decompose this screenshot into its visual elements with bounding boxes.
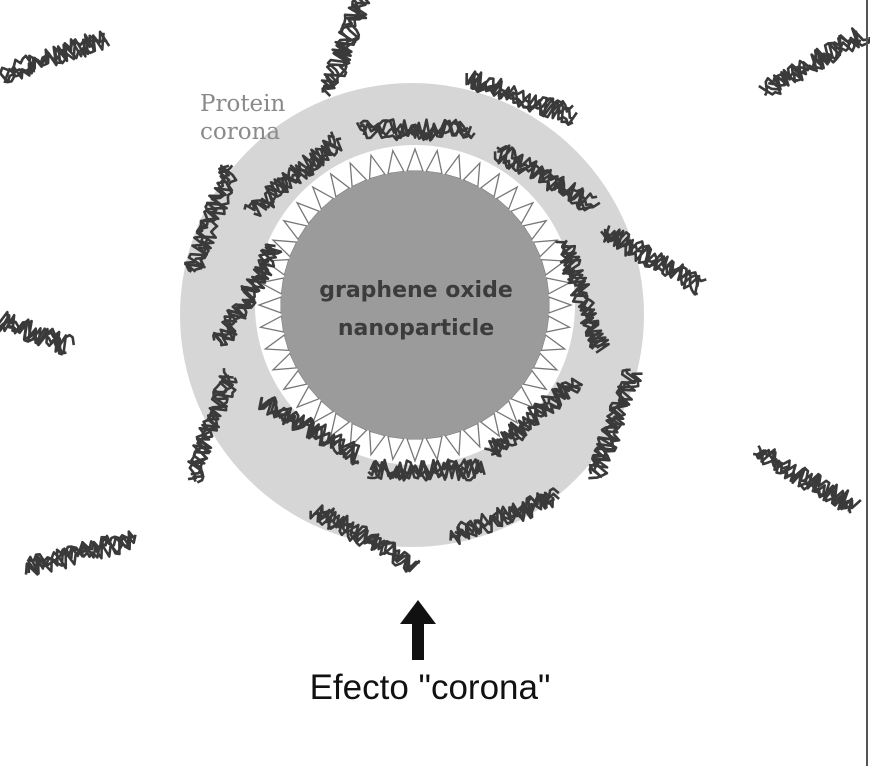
protein-molecule	[243, 131, 343, 217]
protein-molecule	[187, 368, 238, 484]
protein-molecule	[588, 368, 643, 480]
protein-molecule	[258, 396, 361, 466]
corona-label-line2: corona	[200, 119, 281, 145]
protein-corona-label: Protein corona	[200, 90, 285, 146]
protein-molecule	[184, 164, 238, 273]
protein-molecule	[555, 239, 610, 354]
nanoparticle-label-line1: graphene oxide	[319, 278, 513, 303]
protein-molecule	[752, 445, 862, 514]
protein-molecule	[212, 243, 283, 347]
protein-molecule	[309, 504, 421, 573]
proteins	[0, 0, 870, 576]
protein-molecule	[465, 70, 578, 126]
arrow-up-icon	[400, 600, 436, 660]
protein-molecule	[366, 458, 486, 482]
protein-molecule	[484, 377, 584, 458]
protein-molecule	[320, 0, 377, 97]
protein-molecule	[758, 27, 870, 97]
protein-molecule	[449, 487, 560, 546]
corona-label-line1: Protein	[200, 91, 286, 117]
protein-molecule	[24, 530, 137, 576]
graphene-oxide-nanoparticle	[281, 171, 549, 439]
surface-spikes	[257, 147, 573, 463]
protein-molecule	[0, 299, 76, 356]
protein-molecule	[493, 144, 601, 212]
right-border	[866, 0, 868, 766]
nanoparticle-label: graphene oxide nanoparticle	[283, 272, 549, 348]
nanoparticle-label-line2: nanoparticle	[337, 316, 495, 341]
effect-caption: Efecto "corona"	[309, 668, 551, 707]
protein-molecule	[600, 225, 707, 296]
protein-molecule	[0, 30, 111, 86]
protein-molecule	[355, 118, 476, 142]
